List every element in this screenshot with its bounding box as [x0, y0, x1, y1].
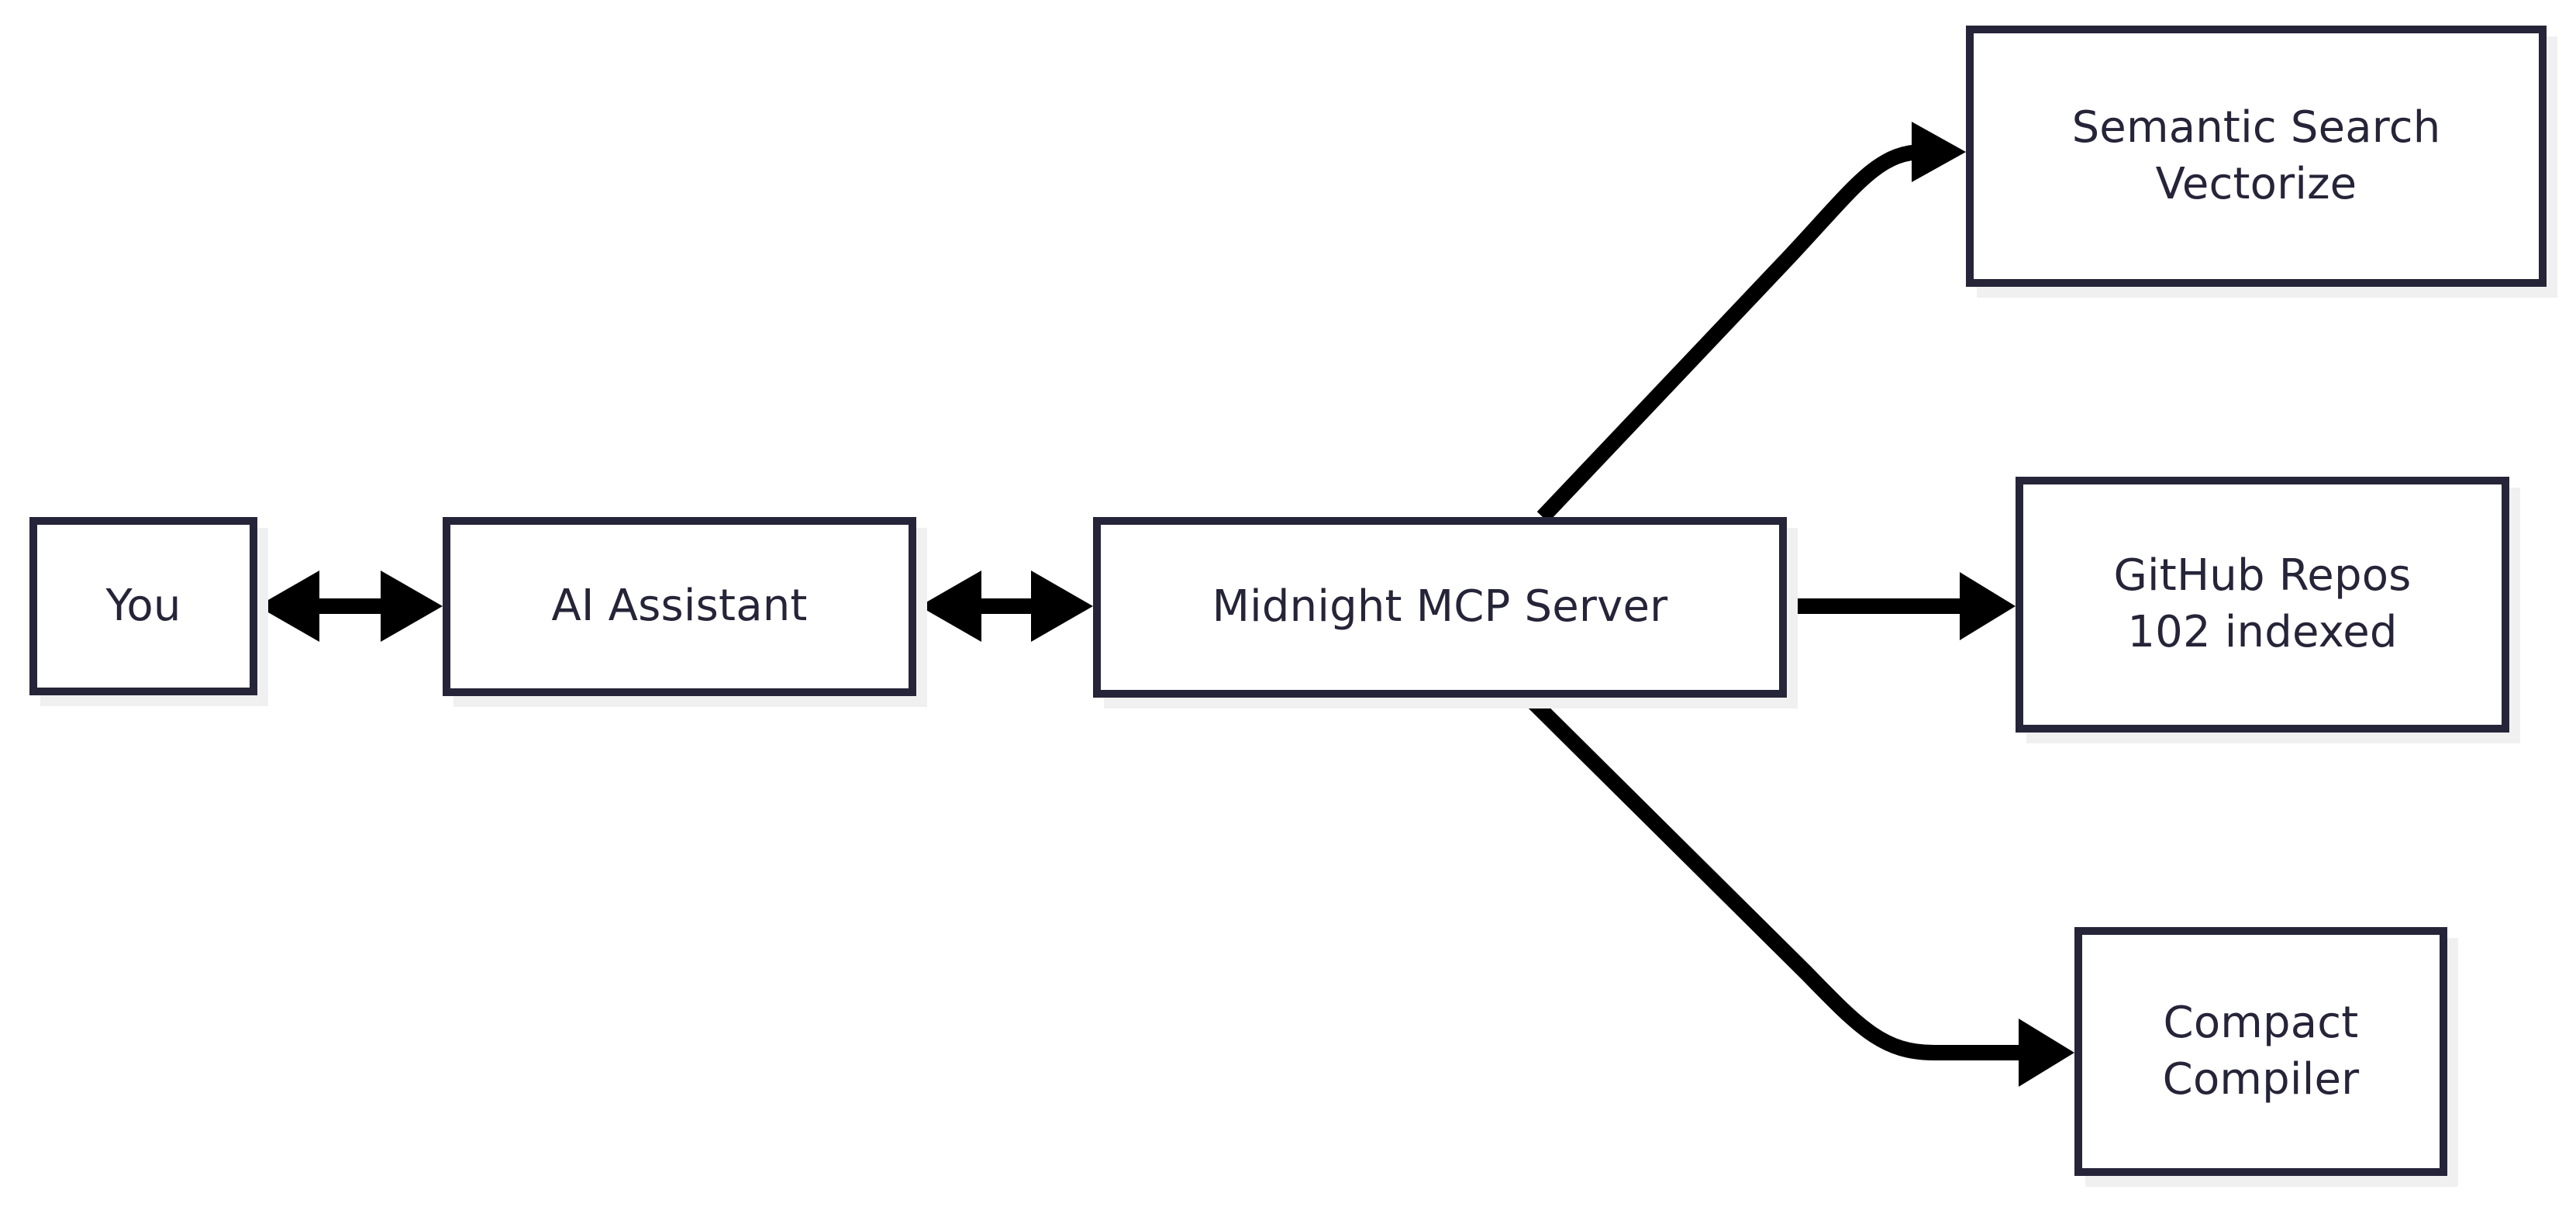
node-midnight-mcp-server-line-1: Midnight MCP Server: [1212, 581, 1668, 633]
node-you[interactable]: You: [29, 517, 257, 695]
node-semantic-search-line-2: Vectorize: [2155, 158, 2357, 209]
node-compact-compiler-line-1: Compact: [2163, 997, 2359, 1048]
node-you-line-1: You: [105, 580, 181, 631]
node-compact-compiler-line-2: Compiler: [2162, 1053, 2360, 1105]
edge-ai-assistant-mcp-server: [919, 571, 1093, 642]
edge-mcp-server-semantic-search: [1536, 122, 1966, 522]
node-midnight-mcp-server[interactable]: Midnight MCP Server: [1093, 517, 1787, 698]
node-github-repos-line-1: GitHub Repos: [2113, 550, 2412, 602]
node-ai-assistant[interactable]: AI Assistant: [443, 517, 916, 696]
node-ai-assistant-line-1: AI Assistant: [551, 581, 808, 632]
node-compact-compiler[interactable]: Compact Compiler: [2074, 927, 2447, 1176]
node-semantic-search-vectorize[interactable]: Semantic Search Vectorize: [1966, 26, 2547, 287]
node-github-repos[interactable]: GitHub Repos 102 indexed: [2016, 477, 2509, 733]
edge-mcp-server-compact-compiler: [1522, 691, 2074, 1087]
node-github-repos-line-2: 102 indexed: [2127, 607, 2398, 657]
node-semantic-search-line-1: Semantic Search: [2071, 102, 2441, 153]
edge-you-ai-assistant: [257, 571, 443, 642]
edge-mcp-server-github-repos: [1787, 572, 2016, 640]
